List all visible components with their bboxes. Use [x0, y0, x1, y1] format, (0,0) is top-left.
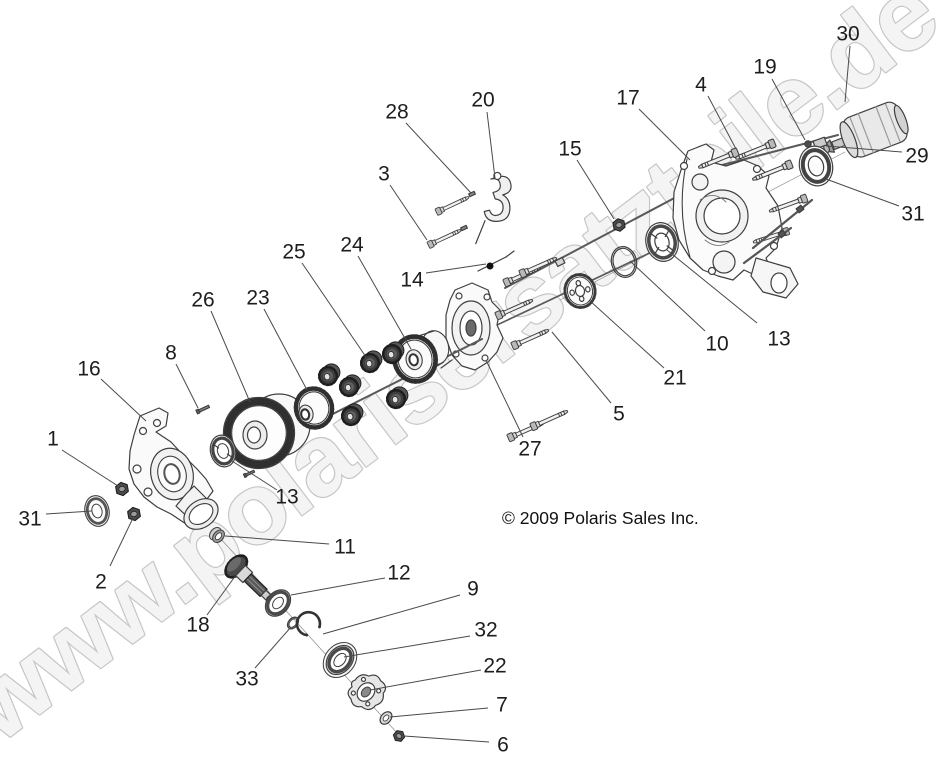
- part-number-12-11: 12: [387, 562, 410, 585]
- part-number-13-12: 13: [275, 486, 298, 509]
- part-number-7-6: 7: [496, 694, 508, 717]
- part-number-19-19: 19: [753, 56, 776, 79]
- output-shaft-stack: [224, 554, 408, 745]
- seal-right: [798, 145, 834, 187]
- leader-line-13-13: [666, 249, 758, 324]
- nut-1: [114, 480, 130, 498]
- front-small-parts: [84, 434, 237, 544]
- part-number-11-10: 11: [334, 536, 356, 559]
- snap-ring: [295, 610, 322, 637]
- leader-line-31-32: [825, 178, 900, 207]
- bearing-right: [645, 222, 679, 262]
- leader-line-10-9: [629, 260, 706, 332]
- part-number-27-27: 27: [518, 438, 541, 461]
- leader-line-6-5: [403, 735, 490, 743]
- seal-left: [84, 495, 110, 527]
- leader-line-2-1: [109, 517, 134, 567]
- leader-line-7-6: [389, 707, 489, 718]
- part-number-6-5: 6: [497, 734, 509, 757]
- leader-line-30-30: [844, 45, 851, 103]
- part-number-17-17: 17: [616, 87, 639, 110]
- part-number-32-33: 32: [474, 619, 497, 642]
- leader-line-27-27: [485, 359, 524, 438]
- part-number-4-3: 4: [695, 74, 707, 97]
- part-number-26-26: 26: [191, 289, 214, 312]
- leader-line-8-7: [175, 363, 199, 409]
- leader-line-21-21: [588, 299, 665, 369]
- leader-line-29-29: [825, 145, 903, 153]
- part-number-18-18: 18: [186, 614, 209, 637]
- nut-2: [126, 505, 142, 523]
- part-number-24-24: 24: [340, 234, 364, 257]
- part-number-29-29: 29: [905, 145, 928, 168]
- part-number-15-15: 15: [558, 138, 581, 161]
- leader-line-28-28: [405, 122, 472, 194]
- leader-line-5-4: [551, 331, 612, 404]
- leader-line-25-25: [301, 262, 367, 358]
- gear-train: [222, 330, 483, 470]
- sun-gear: [392, 330, 450, 384]
- part-number-21-21: 21: [663, 367, 686, 390]
- part-number-5-4: 5: [613, 403, 625, 426]
- part-number-33-34: 33: [235, 668, 258, 691]
- leader-line-4-3: [707, 95, 737, 150]
- bearing-left: [209, 434, 237, 468]
- part-number-22-22: 22: [483, 655, 506, 678]
- part-number-16-16: 16: [77, 358, 100, 381]
- leader-line-12-11: [290, 577, 386, 596]
- sprocket-plate: [563, 273, 597, 309]
- leader-line-19-19: [771, 78, 806, 141]
- leader-line-1-0: [61, 449, 119, 487]
- leader-line-16-16: [100, 378, 147, 422]
- leader-line-3-2: [389, 184, 428, 241]
- part-number-3-2: 3: [378, 163, 390, 186]
- part-number-20-20: 20: [471, 89, 494, 112]
- part-number-14-14: 14: [400, 269, 424, 292]
- washer: [379, 711, 393, 725]
- shift-fork: [475, 171, 512, 245]
- fork-screws: [426, 190, 476, 249]
- part-number-23-23: 23: [246, 287, 269, 310]
- leader-line-24-24: [357, 255, 412, 350]
- part-number-31-31: 31: [18, 508, 41, 531]
- leader-line-17-17: [638, 108, 691, 161]
- part-number-2-1: 2: [95, 571, 107, 594]
- leader-line-9-8: [322, 594, 461, 635]
- part-number-10-9: 10: [705, 333, 728, 356]
- part-number-28-28: 28: [385, 101, 408, 124]
- part-number-8-7: 8: [165, 342, 177, 365]
- leader-line-26-26: [210, 310, 251, 403]
- part-number-30-30: 30: [836, 23, 859, 46]
- leader-line-33-34: [254, 626, 292, 669]
- o-ring: [610, 246, 638, 278]
- leader-line-32-33: [343, 635, 471, 658]
- bearing-32: [322, 642, 358, 678]
- leader-line-23-23: [263, 308, 308, 391]
- bearing-12: [264, 589, 292, 617]
- leader-line-22-22: [369, 669, 482, 691]
- front-gearcase: [128, 407, 219, 530]
- output-yoke: [347, 674, 387, 711]
- part-number-1-0: 1: [47, 428, 59, 451]
- leader-line-13-12: [231, 460, 278, 491]
- copyright-text: © 2009 Polaris Sales Inc.: [502, 508, 699, 528]
- part-number-31-32: 31: [901, 203, 924, 226]
- leader-line-11-10: [224, 535, 330, 545]
- leader-line-20-20: [486, 111, 496, 179]
- leader-line-14-14: [425, 263, 487, 274]
- leader-line-31-31: [45, 510, 93, 515]
- callout-layer: 1234567891011121313141516171819202122232…: [18, 23, 928, 757]
- part-number-9-8: 9: [467, 578, 479, 601]
- detent-spring: [477, 250, 515, 272]
- bushing: [209, 526, 225, 544]
- rear-case-bolts: [696, 138, 814, 265]
- leader-line-15-15: [576, 159, 615, 220]
- leader-line-18-18: [206, 574, 237, 616]
- part-number-25-25: 25: [282, 241, 305, 264]
- center-gearcase: [436, 282, 504, 371]
- clutch-gear: [293, 386, 335, 430]
- part-number-13-13: 13: [767, 328, 790, 351]
